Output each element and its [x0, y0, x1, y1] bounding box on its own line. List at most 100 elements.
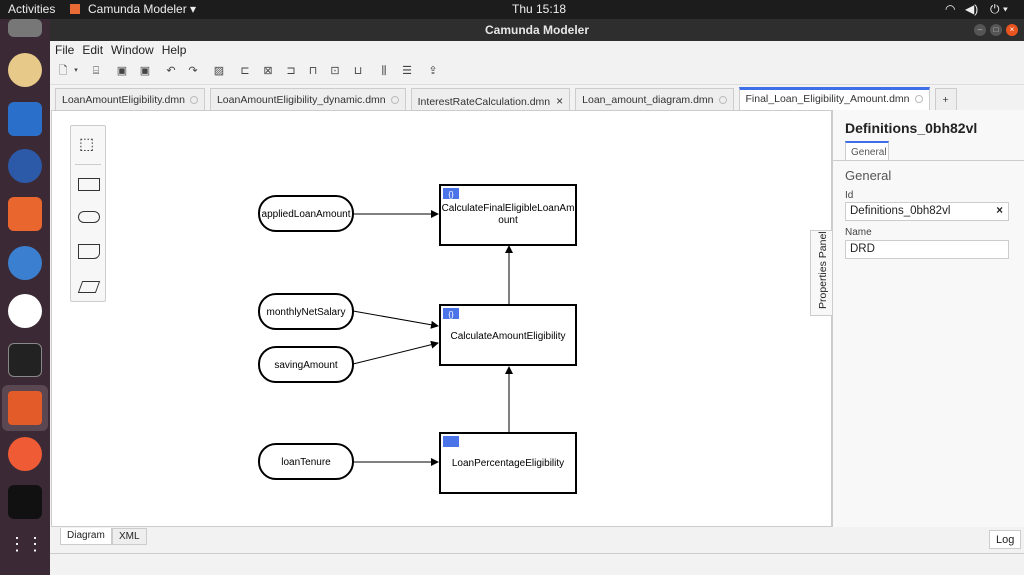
dock-thunderbird-icon[interactable]	[8, 149, 42, 183]
name-input[interactable]: DRD	[845, 240, 1009, 259]
input-loan-tenure[interactable]	[258, 443, 354, 480]
align-center-icon[interactable]: ⊠	[263, 65, 273, 77]
input-saving-amount[interactable]	[258, 346, 354, 383]
input-label: monthlyNetSalary	[267, 307, 346, 318]
dock-terminal-icon[interactable]	[8, 343, 42, 377]
dock: ⋮⋮	[0, 19, 50, 575]
tab-interestratecalculation[interactable]: InterestRateCalculation.dmn ×	[410, 88, 571, 110]
maximize-button[interactable]: □	[990, 24, 1002, 36]
name-value: DRD	[850, 243, 875, 255]
dock-slack-icon[interactable]	[8, 294, 42, 328]
lasso-tool-icon[interactable]: ⬚	[79, 136, 95, 153]
edge-savingamount[interactable]	[352, 340, 439, 365]
tab-loanamounteligibility[interactable]: LoanAmountEligibility.dmn	[55, 88, 205, 110]
unsaved-indicator-icon	[914, 95, 923, 103]
decision-calculate-amount-eligibility[interactable]	[439, 304, 577, 366]
minimize-button[interactable]: –	[974, 24, 986, 36]
tab-loanamounteligibility-dynamic[interactable]: LoanAmountEligibility_dynamic.dmn	[209, 88, 406, 110]
wifi-icon[interactable]: ◠	[945, 2, 956, 16]
drd-diagram: appliedLoanAmount monthlyNetSalary savin…	[258, 184, 577, 494]
dock-camunda-icon[interactable]	[2, 385, 48, 431]
dock-postman-icon[interactable]	[8, 437, 42, 471]
section-heading: General	[845, 168, 892, 183]
dock-help-icon[interactable]	[8, 246, 42, 280]
distribute-vertical-icon[interactable]: ☰	[402, 65, 412, 77]
dock-files-icon[interactable]	[8, 19, 42, 37]
menu-bar: File Edit Window Help	[50, 41, 1024, 59]
close-tab-icon[interactable]: ×	[556, 94, 564, 108]
input-applied-loan-amount[interactable]	[258, 195, 354, 232]
tab-label: LoanAmountEligibility.dmn	[62, 94, 185, 106]
tab-label: Final_Loan_Eligibility_Amount.dmn	[745, 93, 910, 105]
literal-expression-icon	[443, 188, 459, 199]
decision-loan-percentage-eligibility[interactable]	[439, 432, 577, 494]
new-file-icon[interactable]: 🗋	[58, 65, 68, 77]
properties-panel-toggle[interactable]: Properties Panel	[810, 230, 832, 316]
tab-label: InterestRateCalculation.dmn	[417, 96, 551, 108]
tab-label: LoanAmountEligibility_dynamic.dmn	[216, 94, 386, 106]
input-monthly-net-salary[interactable]	[258, 293, 354, 330]
volume-icon[interactable]: ◀)	[965, 2, 979, 16]
name-label: Name	[845, 227, 872, 238]
id-label: Id	[845, 190, 854, 201]
camunda-icon	[70, 4, 80, 14]
dock-writer-icon[interactable]	[8, 102, 42, 136]
new-dropdown-icon[interactable]: ▾	[74, 67, 78, 74]
tab-diagram[interactable]: Diagram	[60, 528, 112, 545]
unsaved-indicator-icon	[189, 96, 198, 104]
align-top-icon[interactable]: ⊓	[308, 65, 318, 77]
activities-button[interactable]: Activities	[8, 2, 56, 16]
palette: ⬚	[70, 125, 106, 302]
braces-glyph: {}	[448, 190, 454, 199]
open-icon[interactable]: ⌸	[92, 65, 100, 77]
system-top-bar: Activities Camunda Modeler ▾ Thu 15:18 ◠…	[0, 0, 1024, 19]
power-icon[interactable]: ⏻ ▾	[990, 2, 1008, 16]
tab-label: Loan_amount_diagram.dmn	[582, 94, 714, 106]
decision-calculate-final-eligible-loan-amount[interactable]	[439, 184, 577, 246]
braces-glyph: {}	[448, 310, 454, 319]
close-window-button[interactable]: ×	[1006, 24, 1018, 36]
input-label: appliedLoanAmount	[262, 209, 351, 220]
undo-icon[interactable]: ↶	[166, 65, 176, 77]
log-button[interactable]: Log	[989, 530, 1022, 549]
decision-label-line-2: ount	[498, 215, 518, 226]
tab-loan-amount-diagram[interactable]: Loan_amount_diagram.dmn	[575, 88, 734, 110]
align-bottom-icon[interactable]: ⊔	[353, 65, 363, 77]
align-left-icon[interactable]: ⊏	[240, 65, 250, 77]
properties-tab-general[interactable]: General	[845, 141, 889, 161]
id-input[interactable]: Definitions_0bh82vl×	[845, 202, 1009, 221]
diagram-canvas[interactable]: ⬚ appliedLoanAmount monthlyNetSalary sav…	[51, 110, 832, 527]
align-middle-icon[interactable]: ⊡	[330, 65, 340, 77]
save-icon[interactable]: ▣	[116, 65, 128, 77]
create-knowledge-source-icon[interactable]	[78, 244, 100, 259]
properties-tab-divider	[833, 160, 1024, 161]
menu-edit[interactable]: Edit	[82, 43, 104, 57]
add-tab-button[interactable]: +	[934, 88, 957, 110]
show-apps-icon[interactable]: ⋮⋮	[8, 534, 44, 554]
clear-id-icon[interactable]: ×	[996, 205, 1003, 217]
status-bar	[50, 553, 1024, 575]
redo-icon[interactable]: ↷	[188, 65, 198, 77]
tab-xml[interactable]: XML	[112, 528, 147, 545]
save-as-icon[interactable]: ▣	[139, 65, 151, 77]
menu-window[interactable]: Window	[111, 43, 154, 57]
dock-software-icon[interactable]	[8, 197, 42, 231]
app-menu[interactable]: Camunda Modeler ▾	[88, 2, 197, 16]
create-decision-icon[interactable]	[78, 178, 100, 191]
input-data-nodes: appliedLoanAmount monthlyNetSalary savin…	[258, 195, 354, 480]
deploy-icon[interactable]: ⇪	[428, 65, 438, 77]
align-right-icon[interactable]: ⊐	[286, 65, 296, 77]
distribute-horizontal-icon[interactable]: ⫼	[381, 65, 387, 77]
menu-help[interactable]: Help	[161, 43, 187, 57]
export-image-icon[interactable]: ▨	[213, 65, 225, 77]
edge-monthlynetsalary[interactable]	[352, 310, 439, 329]
clock[interactable]: Thu 15:18	[512, 2, 567, 16]
menu-file[interactable]: File	[55, 43, 75, 57]
information-requirements	[352, 210, 513, 466]
dock-intellij-icon[interactable]	[8, 485, 42, 519]
create-input-data-icon[interactable]	[78, 211, 100, 223]
file-tabs: LoanAmountEligibility.dmn LoanAmountElig…	[55, 87, 1024, 110]
tab-final-loan-eligibility-amount[interactable]: Final_Loan_Eligibility_Amount.dmn	[738, 87, 930, 110]
literal-expression-icon	[443, 308, 459, 319]
dock-rhythmbox-icon[interactable]	[8, 53, 42, 87]
